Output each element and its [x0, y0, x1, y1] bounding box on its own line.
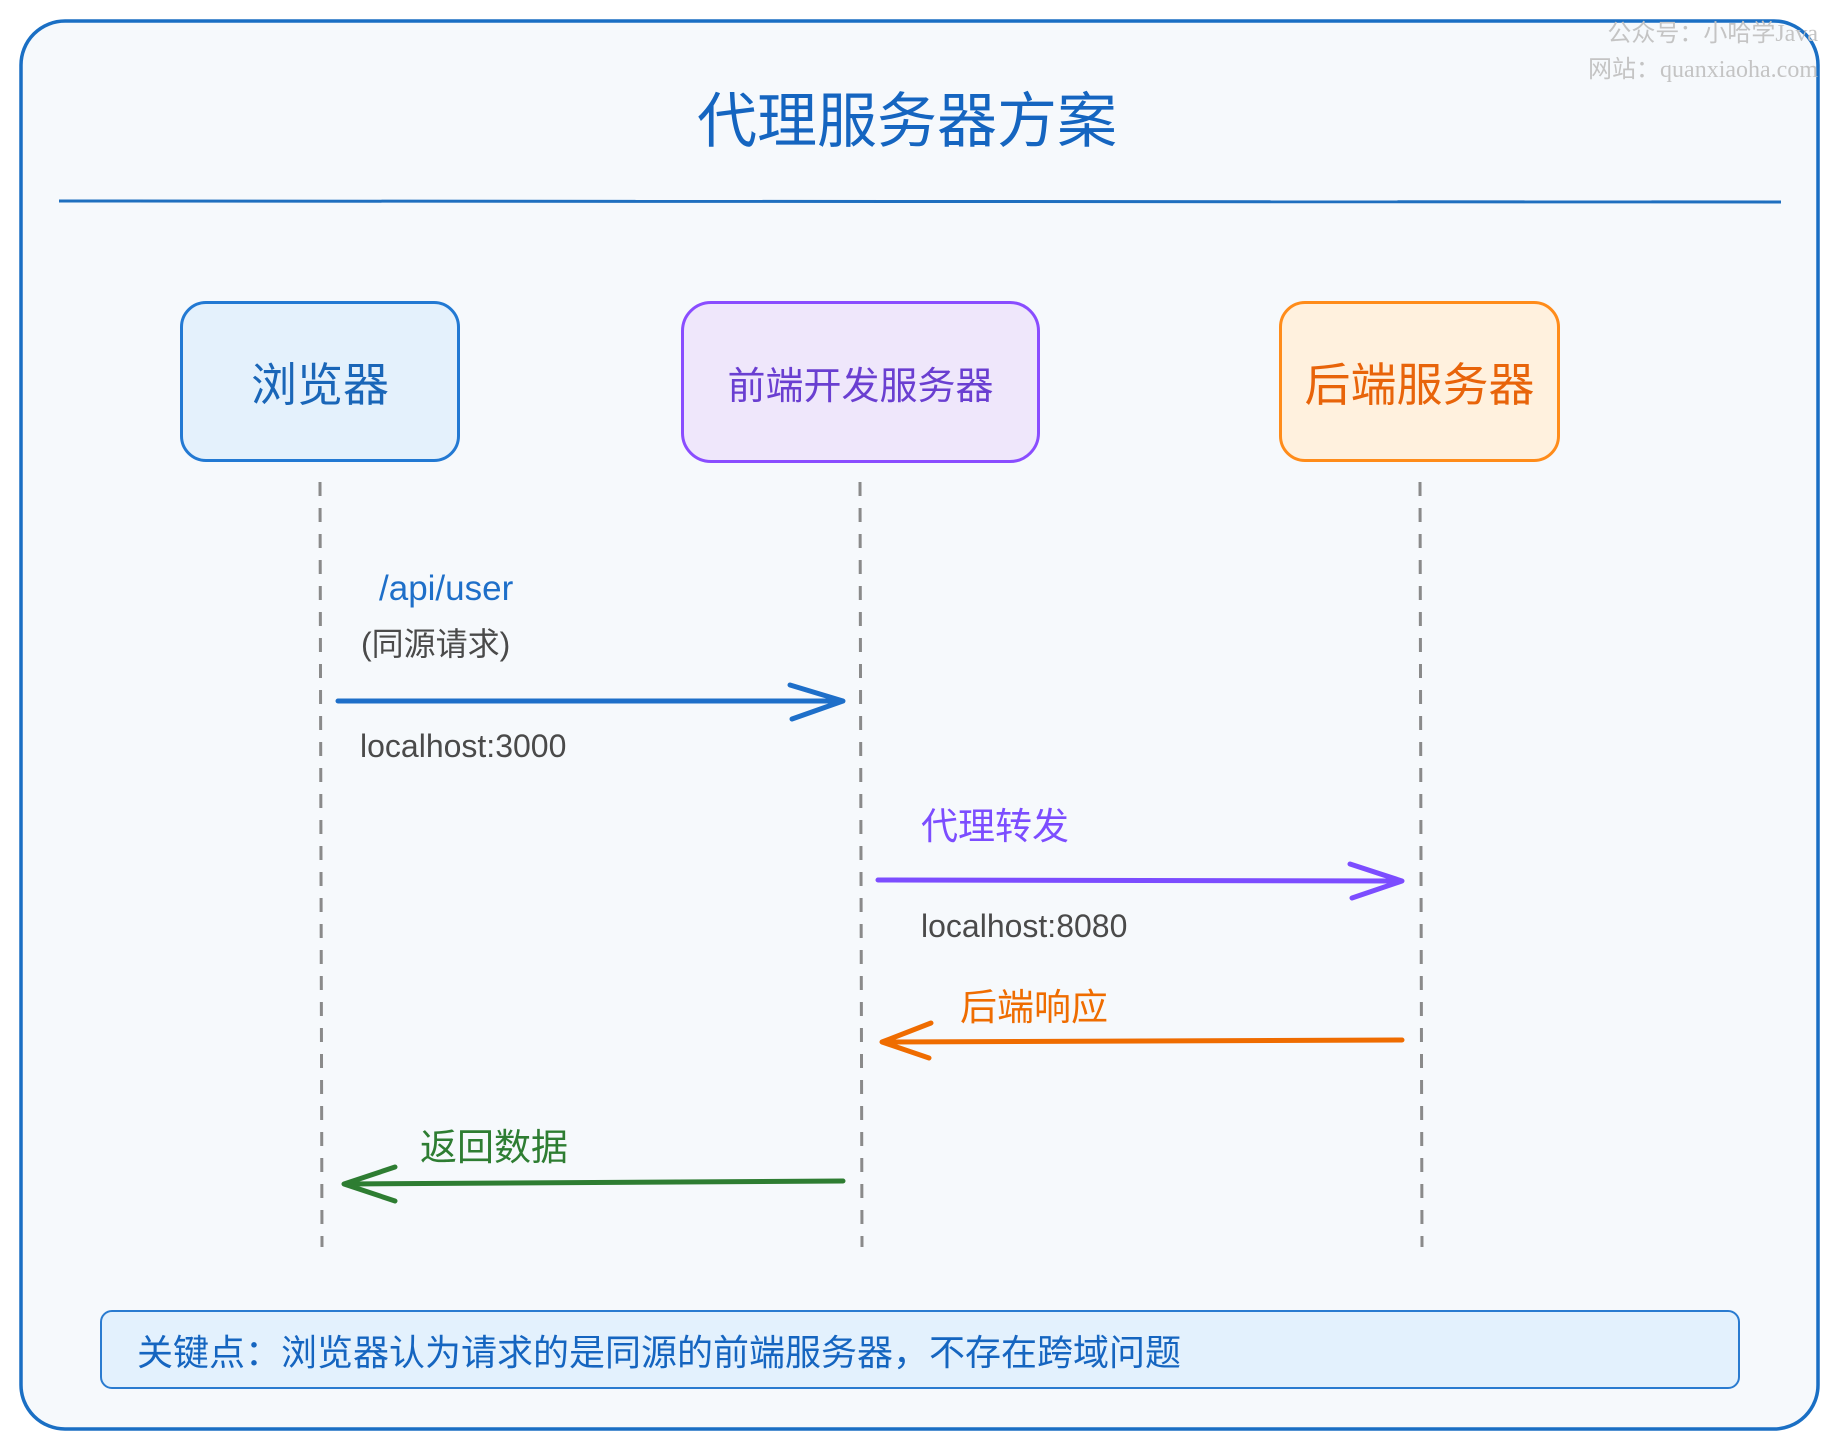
browser-label: 浏览器 [251, 358, 389, 411]
response-arrow [879, 1020, 1405, 1061]
return-arrow [341, 1164, 846, 1204]
backend-response-label: 后端响应 [960, 987, 1108, 1028]
key-note-text: 关键点：浏览器认为请求的是同源的前端服务器，不存在跨域问题 [137, 1331, 1182, 1373]
page-title: 代理服务器方案 [697, 88, 1117, 155]
backend-server-label: 后端服务器 [1304, 358, 1535, 411]
response-arrow-shaft [882, 1037, 1405, 1045]
proxy-host-label: localhost:8080 [921, 908, 1128, 944]
outer-frame [19, 19, 1820, 1431]
request-path-label: /api/user [379, 569, 514, 608]
watermark-line2: 网站：quanxiaoha.com [1588, 57, 1818, 83]
frontend-server-box: 前端开发服务器 [681, 301, 1040, 463]
browser-lifeline [318, 481, 324, 1248]
backend-lifeline [1418, 481, 1424, 1248]
request-arrow-head [787, 682, 846, 722]
key-note-box: 关键点：浏览器认为请求的是同源的前端服务器，不存在跨域问题 [100, 1310, 1740, 1389]
proxy-arrow-head [1347, 861, 1405, 901]
proxy-forward-label: 代理转发 [921, 806, 1069, 847]
frontend-server-label: 前端开发服务器 [727, 365, 994, 408]
title-divider [58, 199, 1782, 204]
watermark-line1: 公众号：小哈学Java [1607, 21, 1818, 47]
request-same-origin-label: (同源请求) [361, 626, 511, 662]
frontend-lifeline [858, 481, 864, 1248]
proxy-arrow-shaft [875, 877, 1402, 884]
browser-box: 浏览器 [180, 301, 460, 462]
request-host-label: localhost:3000 [360, 728, 567, 764]
backend-server-box: 后端服务器 [1279, 301, 1560, 462]
request-arrow [335, 682, 846, 722]
return-data-label: 返回数据 [420, 1127, 568, 1168]
return-arrow-shaft [344, 1178, 846, 1187]
response-arrow-head [879, 1020, 934, 1061]
proxy-arrow [875, 861, 1405, 901]
return-arrow-head [341, 1164, 398, 1204]
